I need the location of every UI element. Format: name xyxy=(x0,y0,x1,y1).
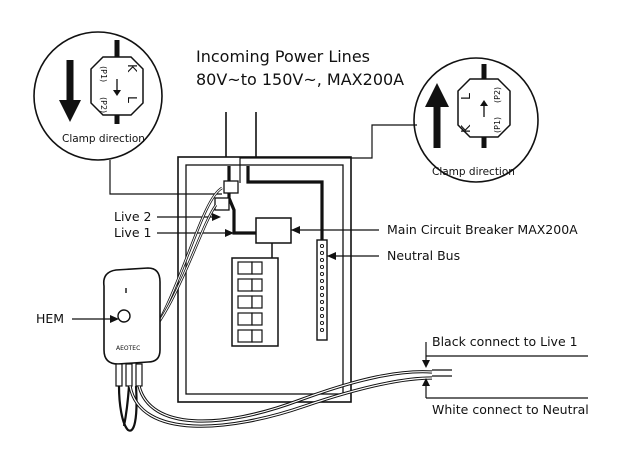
clamp-right-bottom-sub: (P1) xyxy=(493,117,502,133)
ct-clamp-live1-marker xyxy=(223,180,239,194)
incoming-power-lines xyxy=(225,112,257,157)
title-line-1: Incoming Power Lines xyxy=(196,47,370,66)
hem-button-icon xyxy=(117,309,131,323)
arrow-down-icon xyxy=(59,60,81,122)
clamp-left-caption: Clamp direction xyxy=(62,133,145,145)
label-live-2: Live 2 xyxy=(114,209,151,224)
leader-right-clamp xyxy=(239,124,417,183)
label-white-connect: White connect to Neutral xyxy=(432,402,589,417)
connection-bracket xyxy=(422,342,588,399)
label-hem: HEM xyxy=(36,311,64,326)
label-neutral-bus: Neutral Bus xyxy=(387,248,460,263)
clamp-callout-right: L (P2) K (P1) Clamp direction xyxy=(413,57,539,183)
arrow-up-icon xyxy=(425,83,449,148)
neutral-bus xyxy=(316,239,328,341)
clamp-left-bottom-sub: (P2) xyxy=(99,97,108,113)
distribution-breakers xyxy=(231,257,279,347)
clamp-right-caption: Clamp direction xyxy=(432,166,515,178)
hem-device: AEOTEC xyxy=(102,267,161,365)
ct-clamp-left: K (P1) L (P2) xyxy=(90,40,144,124)
clamp-left-top-sub: (P1) xyxy=(99,66,108,82)
hem-power-cable xyxy=(128,369,452,428)
label-live-1: Live 1 xyxy=(114,225,151,240)
title-line-2: 80V~to 150V~, MAX200A xyxy=(196,70,404,89)
leader-left-clamp xyxy=(109,160,222,195)
panel-wiring xyxy=(227,166,324,262)
clamp-callout-left: K (P1) L (P2) Clamp direction xyxy=(33,31,163,161)
label-main-breaker: Main Circuit Breaker MAX200A xyxy=(387,222,578,237)
label-black-connect: Black connect to Live 1 xyxy=(432,334,578,349)
clamp-left-top-letter: K xyxy=(125,64,140,73)
clamp-right-top-sub: (P2) xyxy=(493,87,502,103)
main-circuit-breaker xyxy=(255,217,292,244)
clamp-right-top-letter: L xyxy=(458,93,473,100)
ct-clamp-right: L (P2) K (P1) xyxy=(457,64,511,148)
clamp-left-bottom-letter: L xyxy=(125,96,140,103)
ct-clamp-live2-marker xyxy=(214,197,230,211)
hem-plugs xyxy=(115,363,143,432)
clamp-right-bottom-letter: K xyxy=(458,124,473,133)
hem-brand: AEOTEC xyxy=(116,345,140,352)
